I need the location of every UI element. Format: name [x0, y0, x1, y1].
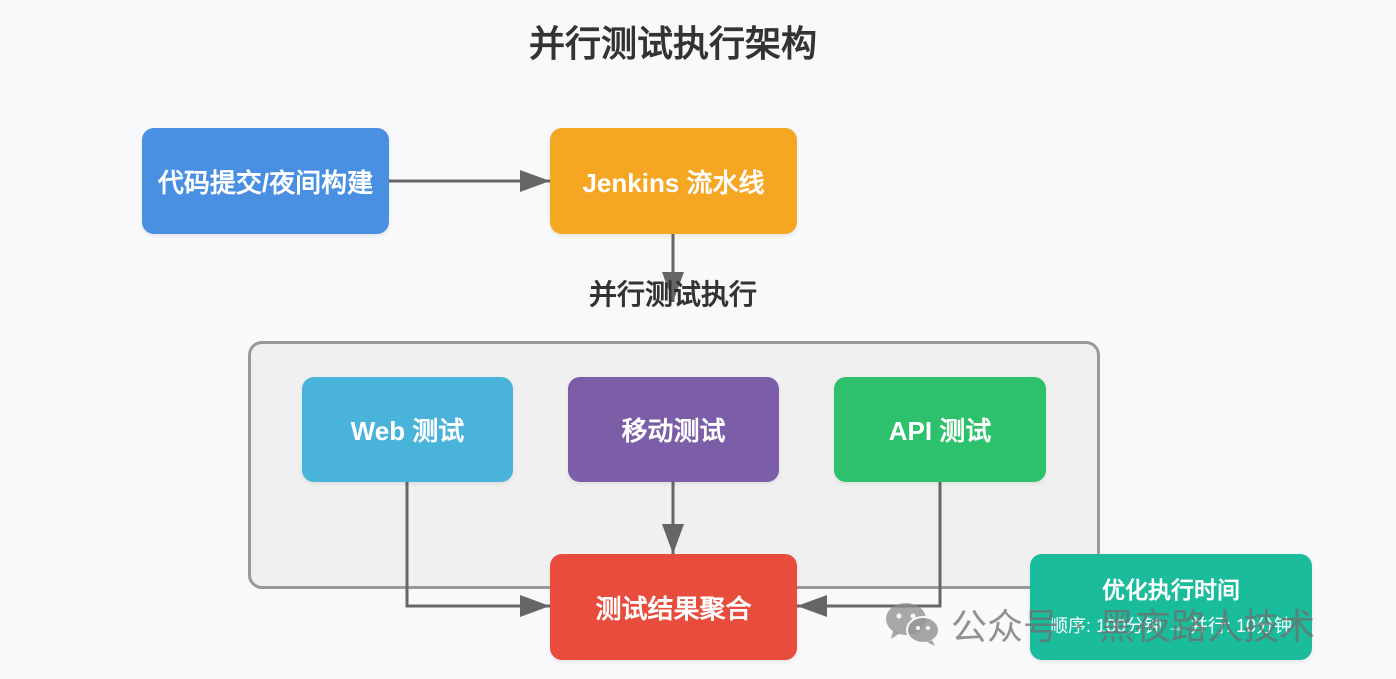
node-label: Jenkins 流水线: [582, 167, 765, 198]
node-label: 移动测试: [621, 416, 726, 446]
node-label: 测试结果聚合: [595, 593, 752, 624]
watermark-separator: ·: [1073, 603, 1086, 644]
diagram-title: 并行测试执行架构: [528, 23, 817, 64]
node-mobile-test: 移动测试: [568, 377, 779, 482]
node-commit-build: 代码提交/夜间构建: [142, 128, 389, 234]
edge-api-to-aggregate: [797, 482, 942, 617]
node-web-test: Web 测试: [302, 377, 513, 482]
watermark-prefix: 公众号: [951, 606, 1060, 647]
node-label: 代码提交/夜间构建: [157, 167, 374, 198]
node-result-aggregation: 测试结果聚合: [550, 554, 797, 660]
node-optimize-time: 优化执行时间 顺序: 100分钟 → 并行: 10分钟: [1030, 554, 1312, 660]
watermark: 公众号 · 黑夜路人技术: [885, 598, 1315, 650]
node-label: API 测试: [888, 416, 992, 446]
node-detail: 顺序: 100分钟 → 并行: 10分钟: [1049, 616, 1293, 636]
node-label: Web 测试: [350, 416, 465, 446]
watermark-name: 黑夜路人技术: [1099, 606, 1316, 647]
node-label: 优化执行时间: [1102, 577, 1240, 603]
node-api-test: API 测试: [834, 377, 1046, 482]
wechat-icon: [886, 603, 940, 646]
edge-web-to-aggregate: [405, 482, 550, 617]
group-label: 并行测试执行: [588, 279, 757, 310]
node-jenkins-pipeline: Jenkins 流水线: [550, 128, 797, 234]
